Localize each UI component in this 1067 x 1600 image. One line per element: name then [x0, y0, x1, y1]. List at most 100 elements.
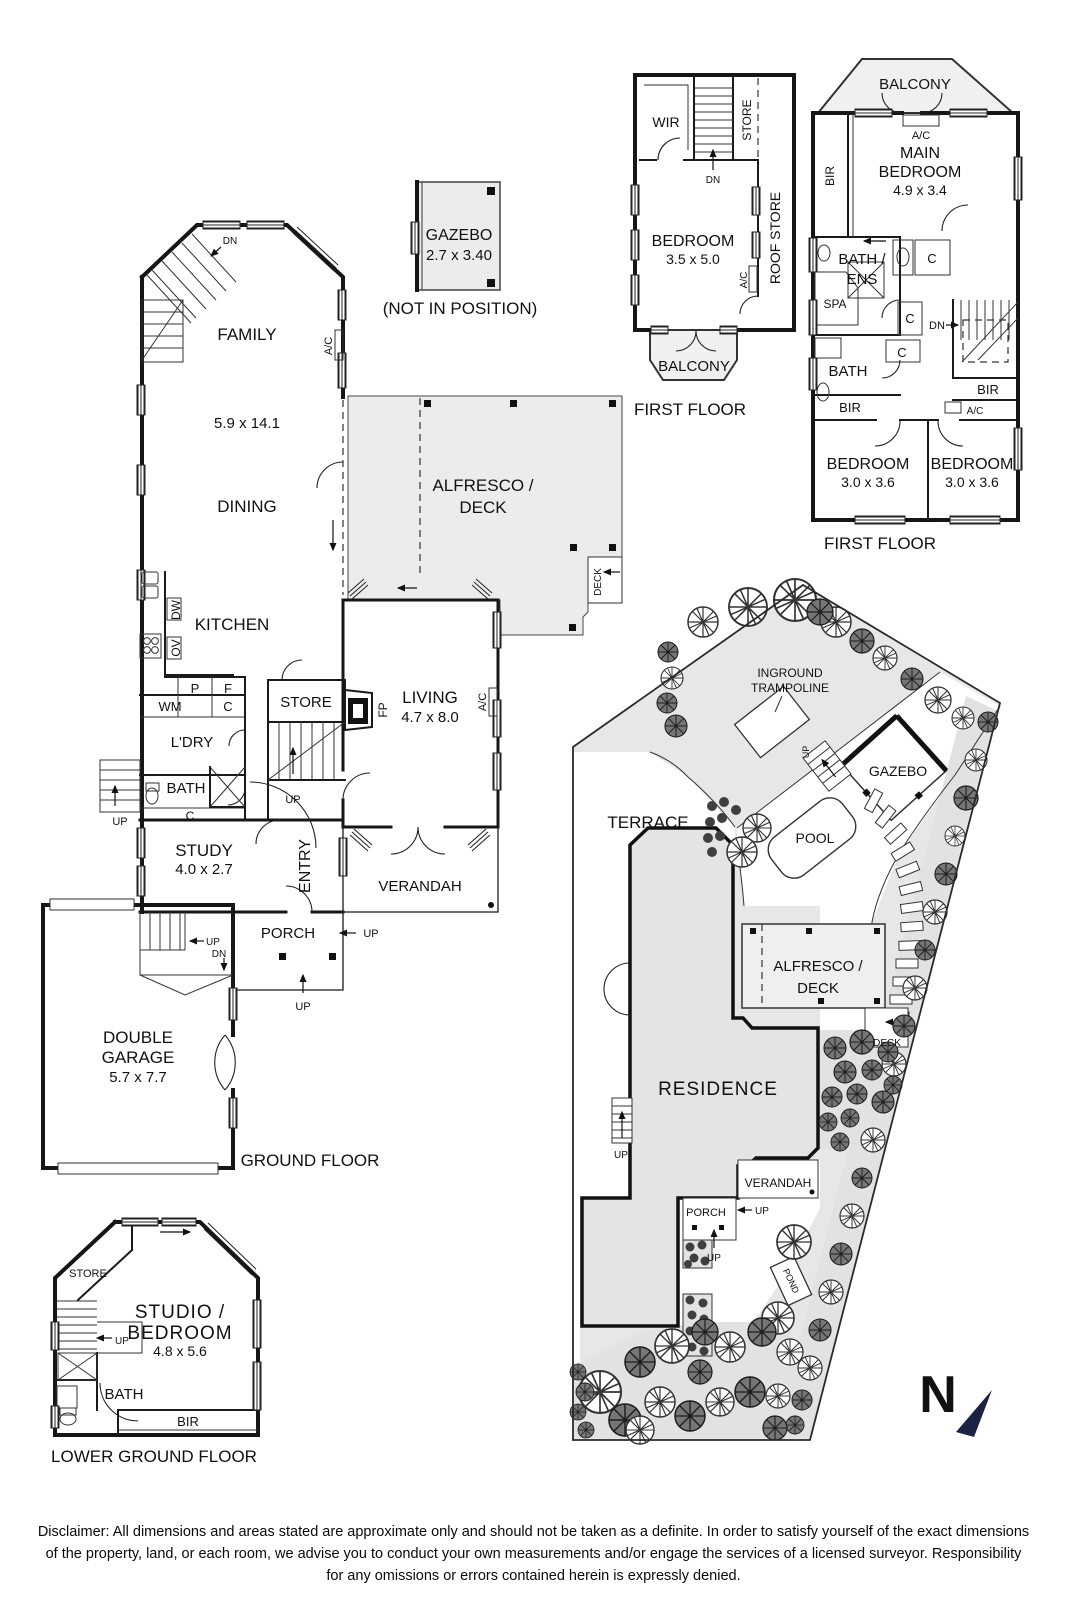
lower-label-bath: BATH — [105, 1386, 144, 1403]
label-ac-balcony: A/C — [912, 130, 930, 142]
ground-floor-walls — [41, 223, 500, 1175]
north-label: N — [919, 1366, 957, 1424]
label-dn-first-b: DN — [929, 320, 945, 332]
lower-fixtures — [56, 1352, 98, 1426]
title-lower-ground-floor: LOWER GROUND FLOOR — [51, 1447, 257, 1466]
label-up-porch: UP — [363, 928, 378, 940]
room-label-living: LIVING — [402, 688, 458, 707]
ground-floor-plan: FAMILY 5.9 x 14.1 DINING KITCHEN LIVING … — [41, 220, 623, 1175]
label-bath-ens-2: ENS — [847, 271, 878, 288]
room-label-garage-2: GARAGE — [102, 1048, 175, 1067]
first-b-stairs — [946, 300, 1019, 363]
label-ov: OV — [169, 639, 183, 656]
first-b-doors — [874, 92, 969, 447]
title-first-floor-a: FIRST FLOOR — [634, 400, 746, 419]
site-plan: POND — [569, 577, 1002, 1445]
room-label-bedroom-b2: BEDROOM — [931, 456, 1014, 473]
site-label-pool: POOL — [796, 830, 835, 846]
label-fp: FP — [376, 702, 390, 717]
site-label-alfresco-1: ALFRESCO / — [773, 958, 863, 975]
room-dims-study: 4.0 x 2.7 — [175, 861, 233, 878]
site-pool — [767, 797, 857, 879]
label-c-kitchen: C — [223, 699, 232, 714]
label-dn-family: DN — [223, 236, 237, 247]
site-label-up-stairs: UP — [614, 1150, 628, 1161]
label-c1-first-b: C — [927, 251, 936, 266]
room-dims-garage: 5.7 x 7.7 — [109, 1069, 167, 1086]
label-dn-gstairs: DN — [212, 949, 226, 960]
ground-floor-fixtures — [139, 329, 498, 808]
room-label-kitchen: KITCHEN — [195, 615, 270, 634]
label-bir-left: BIR — [839, 400, 861, 415]
room-label-alfresco-2: DECK — [459, 498, 507, 517]
room-label-bedroom-b1: BEDROOM — [827, 456, 910, 473]
ground-floor-porch — [232, 912, 356, 993]
label-bir-right: BIR — [977, 382, 999, 397]
site-label-verandah: VERANDAH — [745, 1176, 812, 1190]
label-f: F — [224, 681, 232, 696]
site-label-up-porch2: UP — [707, 1253, 721, 1264]
first-b-fixtures — [814, 114, 962, 414]
room-label-alfresco-1: ALFRESCO / — [432, 476, 533, 495]
label-bath-first-b: BATH — [829, 363, 868, 380]
lower-label-studio-2: BEDROOM — [127, 1323, 232, 1344]
site-left-stairs — [611, 1097, 633, 1144]
site-gazebo — [840, 713, 949, 822]
lower-label-store: STORE — [69, 1268, 107, 1280]
label-bir-main: BIR — [823, 166, 837, 186]
room-dims-main: 4.9 x 3.4 — [893, 182, 947, 198]
room-label-family: FAMILY — [217, 325, 276, 344]
site-gazebo-stairs — [802, 740, 852, 792]
room-dims-bedroom-b1: 3.0 x 3.6 — [841, 474, 895, 490]
site-label-alfresco-2: DECK — [797, 980, 839, 997]
ground-floor-windows — [136, 220, 502, 1129]
deck-step-label: DECK — [593, 568, 604, 596]
label-c-bath: C — [186, 809, 195, 823]
disclaimer-text: Disclaimer: All dimensions and areas sta… — [0, 1522, 1067, 1587]
site-label-residence: RESIDENCE — [658, 1079, 778, 1100]
label-dw: DW — [169, 599, 183, 620]
room-label-ldry: L'DRY — [171, 734, 214, 751]
label-balcony-a: BALCONY — [658, 358, 730, 375]
site-residence — [580, 826, 820, 1328]
disclaimer-line-3: for any omissions or errors contained he… — [326, 1567, 741, 1584]
label-roof-store: ROOF STORE — [767, 192, 783, 284]
gazebo-label: GAZEBO — [426, 227, 493, 244]
site-label-up-porch: UP — [755, 1206, 769, 1217]
first-a-stairs — [695, 87, 733, 170]
label-up-porch2: UP — [295, 1001, 310, 1013]
label-dn-first-a: DN — [706, 175, 720, 186]
ground-floor-doors — [227, 461, 446, 913]
label-wm: WM — [158, 699, 181, 714]
site-path — [863, 788, 925, 1022]
label-bath-ens-1: BATH / — [838, 251, 886, 268]
disclaimer-line-2: of the property, land, or each room, we … — [45, 1545, 1022, 1562]
room-label-bedroom-a: BEDROOM — [652, 233, 735, 250]
label-c2-first-b: C — [905, 311, 914, 326]
label-spa: SPA — [823, 297, 846, 311]
room-label-main-2: BEDROOM — [879, 164, 962, 181]
lower-ground-floor-plan: STORE UP STUDIO / BEDROOM 4.8 x 5.6 BATH… — [50, 1217, 262, 1466]
trampoline — [733, 685, 811, 759]
room-dims-family: 5.9 x 14.1 — [214, 415, 280, 432]
label-ac-living: A/C — [477, 693, 489, 711]
label-up-gstairs: UP — [206, 937, 220, 948]
site-alfresco — [741, 923, 909, 1048]
site-label-porch: PORCH — [686, 1207, 726, 1219]
lower-stairs — [57, 1300, 112, 1350]
room-dims-bedroom-b2: 3.0 x 3.6 — [945, 474, 999, 490]
room-label-study: STUDY — [175, 841, 233, 860]
site-label-terrace: TERRACE — [607, 813, 688, 832]
not-in-position-label: (NOT IN POSITION) — [383, 299, 538, 318]
first-b-windows — [808, 108, 1023, 525]
title-first-floor-b: FIRST FLOOR — [824, 534, 936, 553]
north-arrow: N — [919, 1366, 992, 1437]
first-a-walls — [633, 73, 796, 332]
label-p: P — [191, 681, 200, 696]
label-ac-first-b: A/C — [967, 406, 984, 417]
room-label-entry: ENTRY — [297, 839, 314, 893]
label-up-stairs: UP — [285, 794, 300, 806]
label-c3-first-b: C — [897, 345, 906, 360]
